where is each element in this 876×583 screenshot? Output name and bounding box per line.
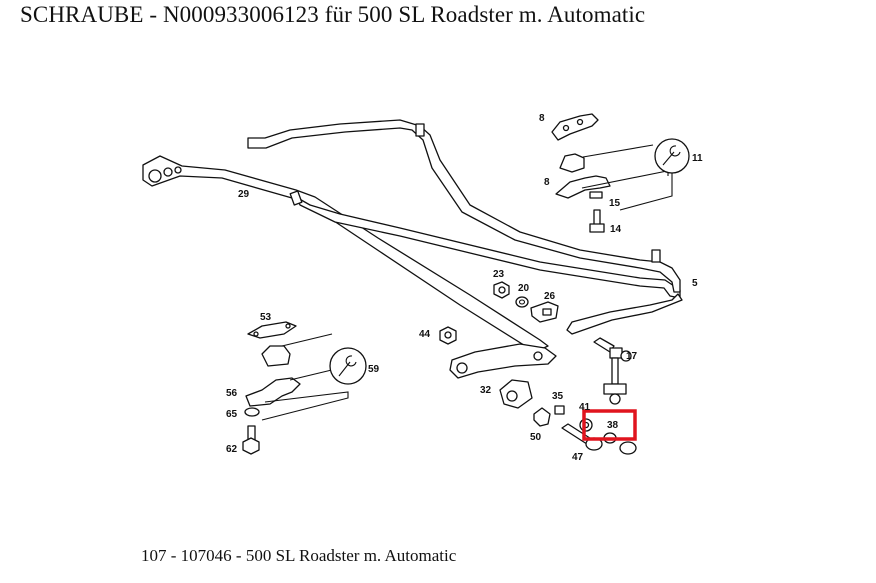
part-label-50[interactable]: 50 [530, 432, 542, 443]
wrench-icon [329, 347, 367, 385]
mounting-bracket-group[interactable] [551, 113, 673, 233]
part-label-38[interactable]: 38 [607, 420, 619, 431]
stabilizer-link-bracket[interactable] [439, 326, 557, 409]
left-clamp-group[interactable] [242, 321, 349, 455]
vehicle-footer: 107 - 107046 - 500 SL Roadster m. Automa… [141, 546, 457, 565]
wrench-icon [654, 138, 690, 174]
part-label-53[interactable]: 53 [260, 312, 272, 323]
part-label-8[interactable]: 8 [539, 113, 545, 124]
stabilizer-bar[interactable] [142, 119, 683, 353]
part-label-29[interactable]: 29 [238, 189, 250, 200]
highlight-box [582, 409, 637, 441]
rubber-mount-parts[interactable] [493, 281, 559, 323]
part-label-32[interactable]: 32 [480, 385, 492, 396]
part-label-5[interactable]: 5 [692, 278, 698, 289]
part-label-8[interactable]: 8 [544, 177, 550, 188]
page-title: SCHRAUBE - N000933006123 für 500 SL Road… [20, 2, 646, 27]
part-label-35[interactable]: 35 [552, 391, 564, 402]
part-label-62[interactable]: 62 [226, 444, 238, 455]
part-label-65[interactable]: 65 [226, 409, 238, 420]
part-label-23[interactable]: 23 [493, 269, 505, 280]
stabilizer-link[interactable] [593, 337, 632, 405]
part-label-41[interactable]: 41 [579, 402, 591, 413]
part-label-11[interactable]: 11 [692, 153, 703, 164]
part-label-20[interactable]: 20 [518, 283, 530, 294]
part-label-47[interactable]: 47 [572, 452, 584, 463]
part-label-15[interactable]: 15 [609, 198, 621, 209]
part-label-56[interactable]: 56 [226, 388, 238, 399]
part-label-59[interactable]: 59 [368, 364, 380, 375]
part-label-17[interactable]: 17 [626, 351, 638, 362]
part-label-26[interactable]: 26 [544, 291, 556, 302]
part-label-14[interactable]: 14 [610, 224, 622, 235]
part-label-44[interactable]: 44 [419, 329, 431, 340]
